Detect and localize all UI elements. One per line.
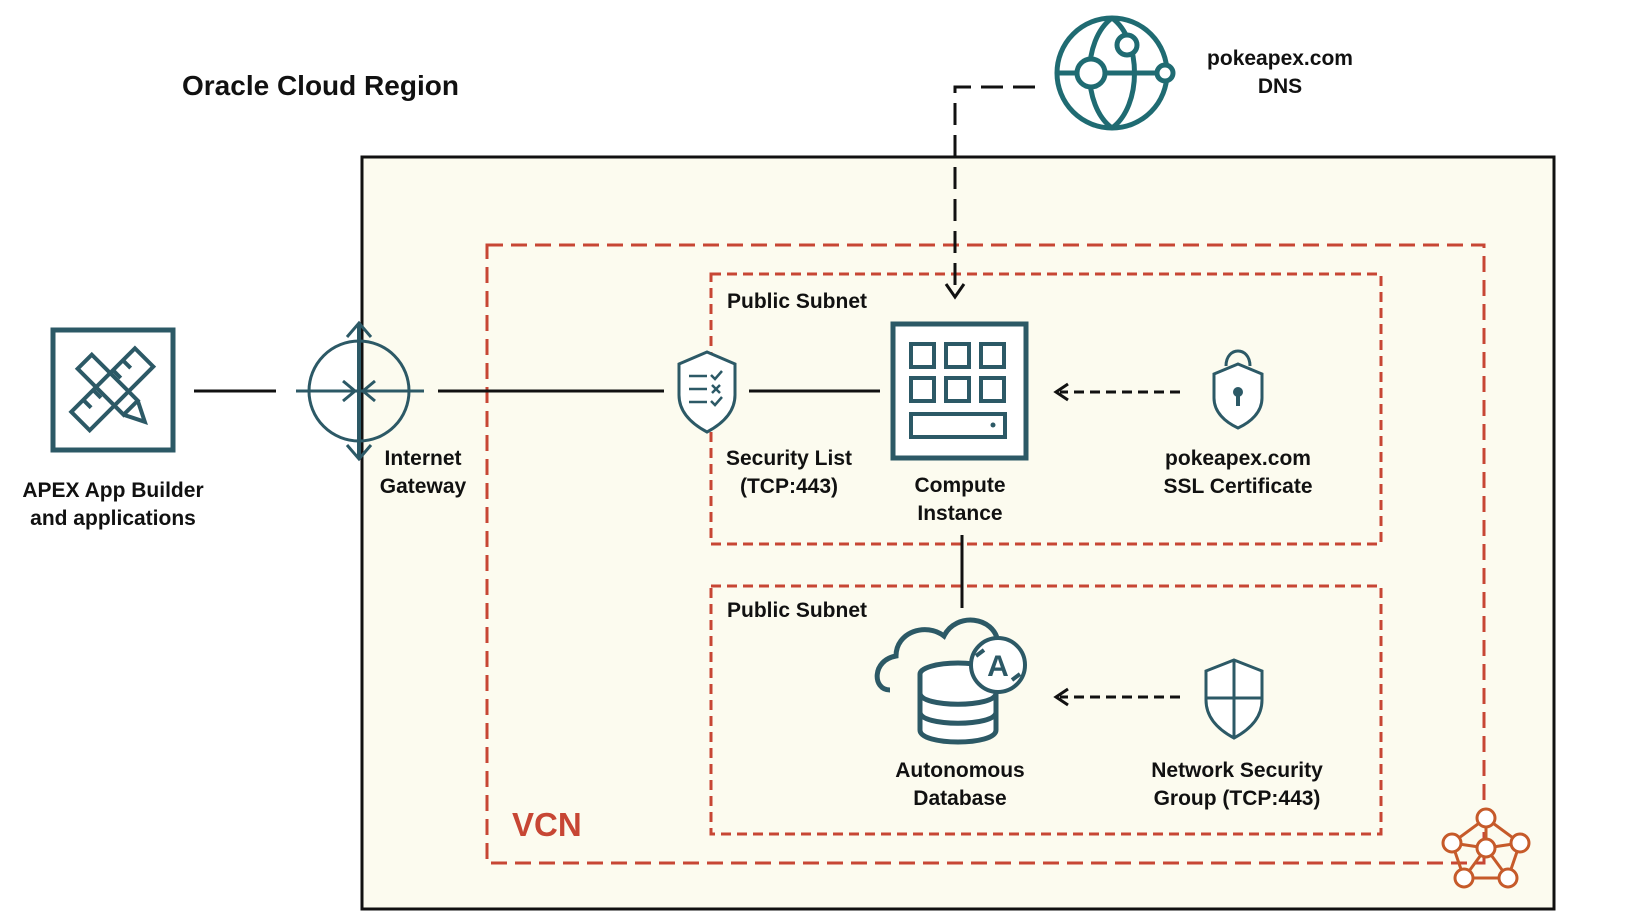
region-box [360, 155, 1556, 911]
adb-label: Autonomous Database [880, 757, 1040, 813]
apex-label: APEX App Builder and applications [12, 477, 214, 533]
ssl-label: pokeapex.com SSL Certificate [1140, 445, 1336, 501]
dns-label: pokeapex.com DNS [1185, 45, 1375, 101]
dns-globe-icon [1054, 15, 1176, 131]
ssl-arrow [1053, 382, 1180, 402]
vcn-box [485, 243, 1486, 865]
security-list-label: Security List (TCP:443) [709, 445, 869, 501]
adb-label-line1: Autonomous [895, 759, 1025, 782]
dns-arrow [944, 85, 1035, 300]
subnet-bottom-label: Public Subnet [727, 599, 868, 622]
vcn-label: VCN [512, 806, 582, 843]
compute-label-line2: Instance [917, 502, 1003, 525]
nsg-label: Network Security Group (TCP:443) [1132, 757, 1342, 813]
subnet-top-label: Public Subnet [727, 290, 868, 313]
connections [194, 389, 964, 608]
ssl-lock-icon [1212, 349, 1264, 430]
dns-label-line2: DNS [1257, 75, 1303, 98]
dns-label-line1: pokeapex.com [1207, 47, 1353, 70]
internet-gateway-icon [296, 320, 424, 462]
adb-label-line2: Database [913, 787, 1007, 810]
svg-text:A: A [987, 650, 1009, 683]
nsg-label-line1: Network Security [1151, 759, 1323, 782]
apex-label-line2: and applications [30, 507, 196, 530]
security-list-label-line1: Security List [725, 447, 853, 470]
vcn-network-icon [1441, 807, 1531, 889]
nsg-arrow [1053, 687, 1180, 707]
apex-label-line1: APEX App Builder [22, 479, 204, 502]
gateway-label-line1: Internet [384, 447, 462, 470]
gateway-label-line2: Gateway [379, 475, 467, 498]
gateway-label: Internet Gateway [366, 445, 480, 501]
nsg-label-line2: Group (TCP:443) [1153, 787, 1321, 810]
security-list-label-line2: (TCP:443) [739, 475, 839, 498]
autonomous-database-icon: A [874, 617, 1027, 745]
public-subnet-bottom-box [709, 584, 1383, 836]
apex-builder-icon [50, 327, 176, 453]
region-title: Oracle Cloud Region [182, 70, 459, 101]
security-list-shield-icon [677, 350, 737, 434]
ssl-label-line2: SSL Certificate [1163, 475, 1313, 498]
compute-label-line1: Compute [914, 474, 1006, 497]
compute-instance-icon [890, 321, 1029, 461]
nsg-shield-icon [1204, 658, 1264, 740]
ssl-label-line1: pokeapex.com [1165, 447, 1311, 470]
compute-label: Compute Instance [890, 472, 1030, 528]
